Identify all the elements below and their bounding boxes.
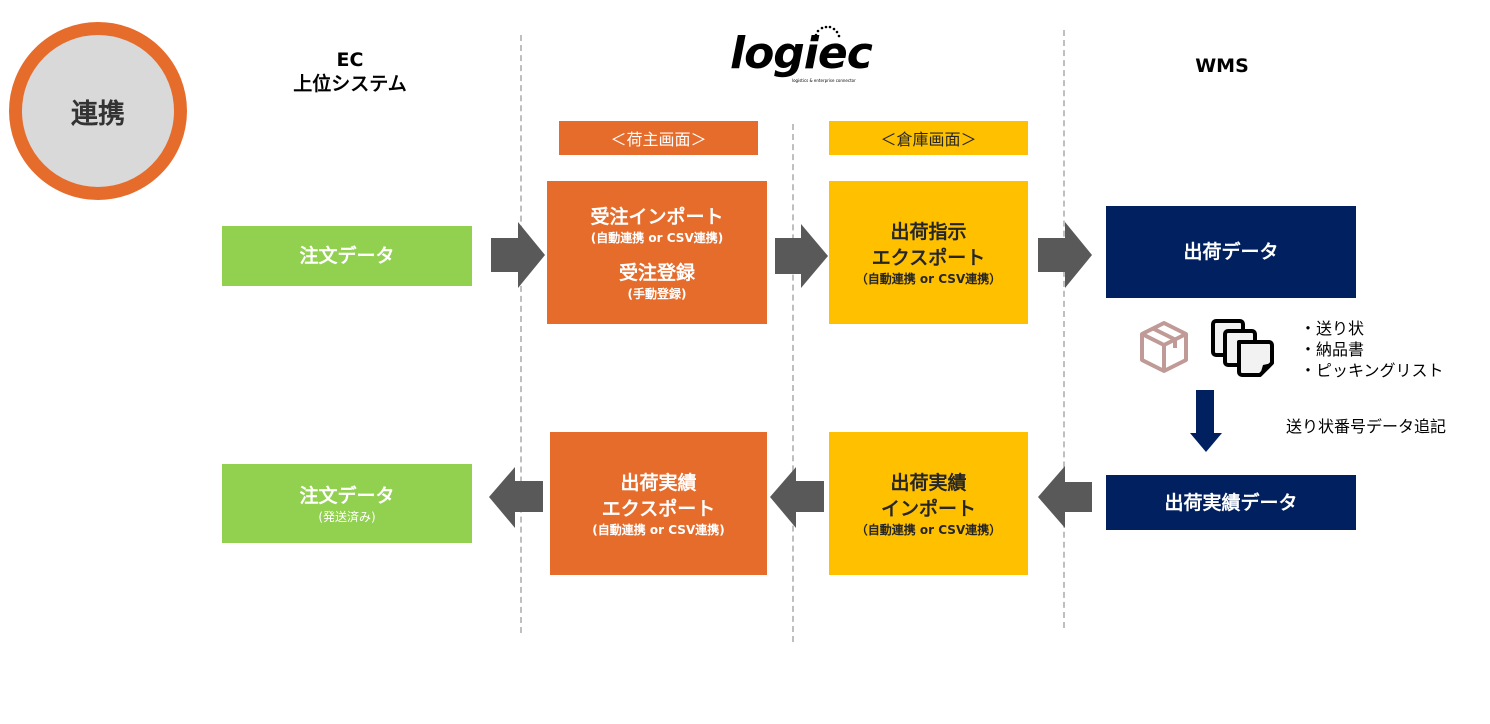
order-import-subtitle: (自動連携 or CSV連携) [590, 230, 724, 245]
document-list: ・送り状 ・納品書 ・ピッキングリスト [1300, 318, 1444, 381]
divider-ec-logiec [520, 35, 522, 633]
results-import-box: 出荷実績 インポート （自動連携 or CSV連携） [829, 432, 1028, 575]
order-import-title: 受注インポート [590, 205, 724, 228]
ec-column-header: EC 上位システム [250, 48, 450, 96]
ec-label: EC [336, 49, 364, 71]
shipping-data-box: 出荷データ [1106, 206, 1356, 298]
shipped-order-data-box: 注文データ (発送済み) [222, 464, 472, 543]
shipping-export-title-1: 出荷指示 [890, 220, 967, 243]
divider-shipper-warehouse [792, 124, 794, 642]
order-import-box: 受注インポート (自動連携 or CSV連携) 受注登録 (手動登録) [547, 181, 767, 324]
shipper-screen-text: ＜荷主画面＞ [610, 130, 707, 149]
arrow-down-icon [1190, 390, 1222, 452]
order-data-title: 注文データ [299, 245, 395, 267]
order-register-subtitle: (手動登録) [627, 286, 687, 301]
results-export-title-2: エクスポート [601, 497, 716, 520]
shipping-data-title: 出荷データ [1183, 241, 1279, 263]
divider-logiec-wms [1063, 30, 1065, 628]
shipped-order-data-subtitle: (発送済み) [318, 509, 376, 524]
results-import-title-2: インポート [880, 497, 976, 520]
results-import-title-1: 出荷実績 [890, 471, 967, 494]
wms-label: WMS [1195, 55, 1249, 77]
arrow-left-icon [489, 467, 543, 528]
shipper-screen-label: ＜荷主画面＞ [559, 121, 758, 155]
ec-subtitle: 上位システム [293, 73, 407, 95]
badge-label: 連携 [71, 98, 125, 130]
arrow-left-icon [770, 467, 824, 528]
document-item: ・納品書 [1300, 340, 1365, 359]
results-import-subtitle: （自動連携 or CSV連携） [855, 522, 1002, 537]
documents-icon [1211, 319, 1274, 377]
section-badge: 連携 [9, 22, 187, 200]
order-data-box: 注文データ [222, 226, 472, 286]
package-icon [1140, 321, 1188, 373]
arrow-right-icon [1038, 222, 1092, 288]
arrow-left-icon [1038, 466, 1092, 528]
logo-tagline: logistics & enterprise connector [792, 78, 856, 83]
shipping-export-subtitle: （自動連携 or CSV連携） [855, 271, 1002, 286]
warehouse-screen-text: ＜倉庫画面＞ [880, 130, 977, 149]
results-export-subtitle: (自動連携 or CSV連携) [592, 522, 725, 537]
results-export-title-1: 出荷実績 [620, 471, 697, 494]
logo-wordmark: logiec [730, 28, 873, 79]
logo-dots-icon [814, 25, 841, 38]
arrow-right-icon [491, 222, 545, 288]
order-register-title: 受注登録 [618, 261, 695, 284]
shipping-export-title-2: エクスポート [871, 246, 986, 269]
results-data-title: 出荷実績データ [1164, 491, 1298, 514]
shipping-export-box: 出荷指示 エクスポート （自動連携 or CSV連携） [829, 181, 1028, 324]
warehouse-screen-label: ＜倉庫画面＞ [829, 121, 1028, 155]
wms-column-header: WMS [1122, 54, 1322, 78]
results-data-box: 出荷実績データ [1106, 475, 1356, 530]
arrow-right-icon [775, 224, 828, 288]
shipped-order-data-title: 注文データ [299, 484, 395, 507]
append-note: 送り状番号データ追記 [1286, 417, 1447, 436]
results-export-box: 出荷実績 エクスポート (自動連携 or CSV連携) [550, 432, 767, 575]
document-item: ・送り状 [1300, 319, 1365, 338]
document-item: ・ピッキングリスト [1300, 361, 1444, 380]
logiec-logo: logiec logistics & enterprise connector [728, 22, 873, 86]
